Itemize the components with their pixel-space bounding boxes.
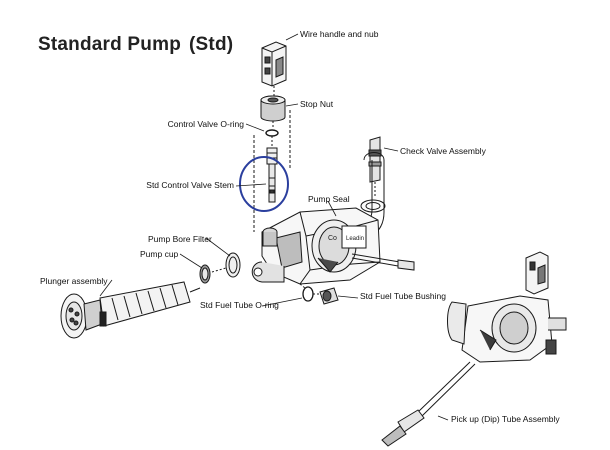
label-check-valve: Check Valve Assembly <box>400 146 486 156</box>
label-control-valve-stem: Std Control Valve Stem <box>146 180 234 190</box>
diagram-title: Standard Pump (Std) <box>38 34 233 56</box>
label-control-valve-oring: Control Valve O-ring <box>167 119 244 129</box>
label-pickup-tube: Pick up (Dip) Tube Assembly <box>451 414 560 424</box>
fuel-tube-oring-part <box>299 283 314 302</box>
control-valve-stem-part <box>266 147 278 203</box>
wire-handle-part <box>261 41 287 96</box>
highlight-circle <box>239 156 289 212</box>
drain-rod-part <box>351 253 415 271</box>
label-fuel-tube-bushing: Std Fuel Tube Bushing <box>360 291 447 301</box>
label-plunger-assembly: Plunger assembly <box>40 276 108 286</box>
pump-body-text-2: Leadin <box>346 236 364 242</box>
label-pump-cup: Pump cup <box>140 249 179 259</box>
pump-body-text-1: Co <box>328 235 337 242</box>
label-wire-handle: Wire handle and nub <box>300 29 379 39</box>
title-main: Standard Pump <box>38 34 182 55</box>
label-pump-bore-filter: Pump Bore Filter <box>148 234 212 244</box>
control-valve-oring-part <box>265 129 279 146</box>
pickup-tube-part <box>381 361 476 447</box>
label-fuel-tube-oring: Std Fuel Tube O-ring <box>200 300 279 310</box>
fuel-tube-bushing-part <box>313 287 339 305</box>
pump-bore-filter-part <box>225 252 241 278</box>
leader-lines <box>99 33 449 421</box>
title-sub: (Std) <box>189 34 234 55</box>
stop-nut-part <box>260 95 286 128</box>
check-valve-part <box>368 136 382 198</box>
label-stop-nut: Stop Nut <box>300 99 334 109</box>
label-pump-seal: Pump Seal <box>308 194 350 204</box>
pump-cup-part <box>199 264 227 284</box>
plunger-assembly-part <box>60 281 201 339</box>
pump-body-part <box>251 207 381 285</box>
assembled-pump-part <box>447 251 567 363</box>
